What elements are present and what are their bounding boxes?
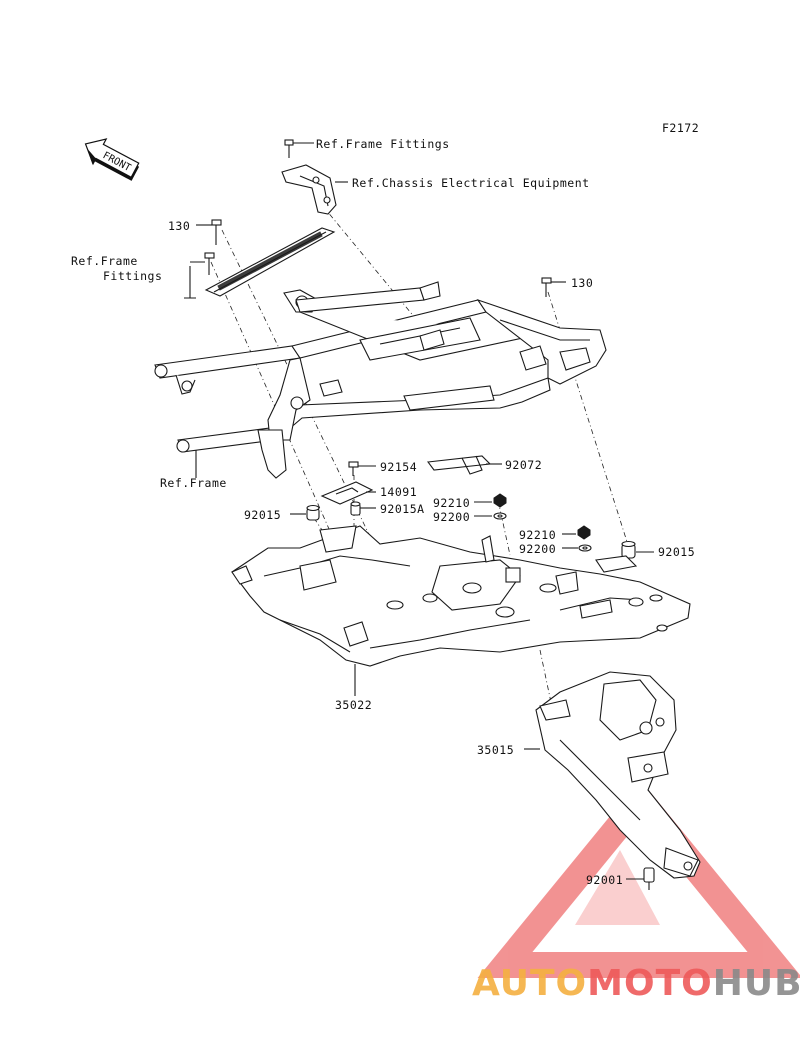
frame-rail-bar (204, 227, 336, 297)
watermark-moto: MOTO (587, 963, 713, 1004)
leader-lines (184, 142, 654, 880)
nut-92210-b (577, 525, 591, 540)
bolt-92001 (643, 867, 655, 890)
rear-subframe (154, 281, 607, 479)
label-14091: 14091 (380, 485, 418, 499)
label-92001: 92001 (586, 873, 624, 887)
label-ref-frame-fittings-left-1: Ref.Frame (71, 254, 138, 268)
watermark-hub: HUB (712, 963, 800, 1004)
chassis-electrical-bracket (281, 164, 337, 215)
watermark-wordmark: AUTOMOTOHUB (472, 964, 800, 1004)
bolt-130-left (211, 219, 222, 245)
label-ref-frame-fittings-top: Ref.Frame Fittings (316, 137, 450, 151)
part-14091-plate (320, 481, 374, 505)
label-92210-b: 92210 (519, 528, 557, 542)
label-92200-a: 92200 (433, 510, 471, 524)
label-92200-b: 92200 (519, 542, 557, 556)
label-ref-frame: Ref.Frame (160, 476, 227, 490)
label-35015: 35015 (477, 743, 515, 757)
label-92015-right: 92015 (658, 545, 696, 559)
label-ref-chassis-electrical: Ref.Chassis Electrical Equipment (352, 176, 590, 190)
collar-92015A (350, 501, 361, 516)
label-92015-left: 92015 (244, 508, 282, 522)
label-130-right: 130 (571, 276, 594, 290)
washer-92200-a (493, 512, 507, 520)
bolt-92154 (348, 461, 359, 476)
ref-bolt-top (284, 139, 294, 158)
rear-fender-35015 (535, 671, 701, 879)
label-92154: 92154 (380, 460, 418, 474)
bolt-130-right (541, 277, 552, 297)
label-92210-a: 92210 (433, 496, 471, 510)
label-35022: 35022 (335, 698, 373, 712)
label-130-left: 130 (168, 219, 191, 233)
part-92072-plate (426, 455, 492, 475)
front-arrow-icon: FRONT (84, 138, 140, 181)
undertray-35022 (231, 525, 691, 667)
watermark-logo (477, 779, 800, 978)
bolt-ref-frame-fittings (204, 252, 215, 275)
collar-92015-left (306, 504, 320, 521)
label-92072: 92072 (505, 458, 543, 472)
watermark-auto: AUTO (472, 963, 588, 1004)
washer-92200-b (578, 544, 592, 552)
figure-code: F2172 (662, 121, 700, 135)
label-ref-frame-fittings-left-2: Fittings (103, 269, 163, 283)
collar-92015-right (621, 540, 636, 559)
label-92015A: 92015A (380, 502, 425, 516)
nut-92210-a (493, 493, 507, 508)
